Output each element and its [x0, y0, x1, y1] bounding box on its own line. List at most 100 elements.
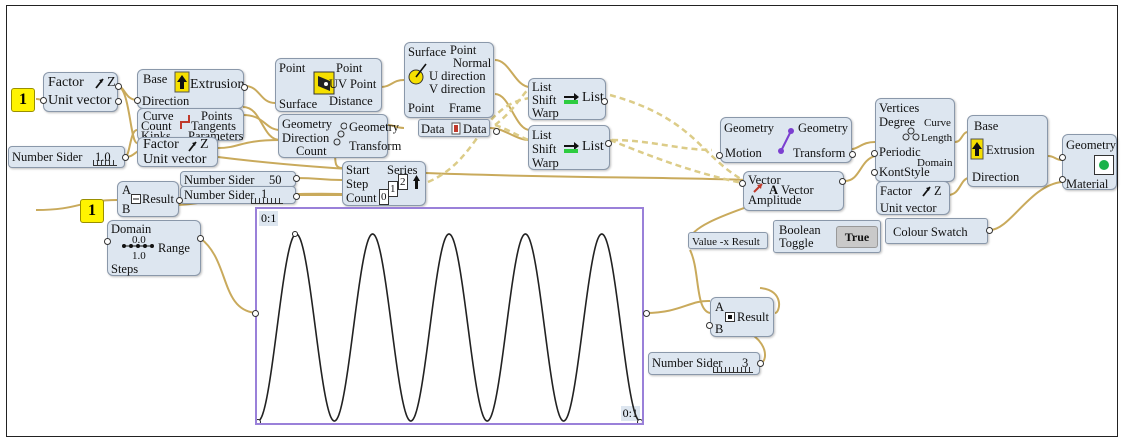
evaluate-surface-node[interactable]: Surface Point Point Normal U direction V…	[404, 42, 494, 118]
port[interactable]	[601, 98, 608, 105]
custom-preview-node[interactable]: Geometry Material	[1062, 134, 1117, 191]
range-node[interactable]: Domain 0.0 1.0 Range Steps	[107, 220, 201, 276]
sine-curve	[257, 231, 642, 423]
shift-icon	[564, 142, 579, 153]
slider-value: 3	[742, 356, 749, 370]
output-label: Range	[158, 241, 190, 255]
toggle-button[interactable]: True	[836, 226, 878, 248]
port[interactable]	[122, 154, 129, 161]
data-wire	[494, 86, 531, 126]
input-label: Step	[346, 177, 369, 191]
input-label: KontStyle	[879, 165, 930, 179]
port[interactable]	[1059, 154, 1066, 161]
amplitude-node[interactable]: Vector Amplitude A Vector	[743, 171, 844, 211]
multiply-node[interactable]: A B Result	[710, 297, 774, 337]
port[interactable]	[986, 227, 993, 234]
port[interactable]	[197, 235, 204, 242]
wire	[244, 85, 276, 104]
wire	[217, 156, 751, 181]
output-label: Z	[934, 184, 942, 198]
transform-node[interactable]: Geometry Direction Count Geometry Transf…	[278, 114, 401, 158]
port[interactable]	[241, 84, 248, 91]
port[interactable]	[839, 178, 846, 185]
division-node[interactable]: A B Result	[117, 181, 179, 217]
boolean-toggle[interactable]: Boolean Toggle True	[773, 220, 881, 253]
slider-label: Number Sider	[184, 188, 255, 202]
port[interactable]	[134, 97, 141, 104]
panel[interactable]: 1	[80, 199, 104, 223]
output-label: A	[769, 183, 779, 197]
graph-mapper[interactable]: 0:1 0:1	[255, 207, 644, 425]
port[interactable]	[1059, 176, 1066, 183]
range-icon	[122, 244, 154, 248]
slider-label: Number Sider	[652, 356, 723, 370]
multiply-icon	[725, 312, 735, 322]
unit-vector-node[interactable]: Factor Unit vector Z	[876, 181, 950, 215]
unit-vector-node[interactable]: Factor Unit vector Z	[43, 72, 118, 112]
slider-track[interactable]	[251, 198, 283, 204]
port[interactable]	[115, 83, 122, 90]
port[interactable]	[115, 98, 122, 105]
number-slider[interactable]: Number Sider 1	[180, 186, 296, 204]
wire	[217, 139, 281, 149]
slider-track[interactable]	[93, 160, 117, 166]
series-node[interactable]: Start Step Count Series 0 1 2	[342, 161, 426, 206]
data-node[interactable]: Data Data	[418, 119, 490, 137]
move-node[interactable]: Geometry Motion Geometry Transform	[720, 117, 852, 163]
port[interactable]	[871, 150, 878, 157]
port[interactable]	[871, 169, 878, 176]
move-icon	[778, 128, 794, 154]
port[interactable]	[706, 322, 713, 329]
output-label: Frame	[449, 101, 481, 115]
wire	[645, 299, 711, 314]
port[interactable]	[176, 197, 183, 204]
port[interactable]	[104, 238, 111, 245]
colour-swatch[interactable]: Colour Swatch	[885, 218, 988, 244]
output-label: Points	[201, 109, 233, 123]
port[interactable]	[643, 310, 650, 317]
input-label: Vector	[748, 173, 781, 187]
number-slider[interactable]: Number Sider 3	[648, 352, 760, 375]
graph-domain-label: 0:1	[259, 211, 279, 226]
extrusion-node[interactable]: Base Extrusion Direction	[967, 115, 1048, 187]
series-icon-value: 2	[398, 174, 408, 190]
surface-closest-point-node[interactable]: Point Surface Point UV Point Distance	[275, 58, 382, 112]
shift-list-node[interactable]: List Shift Warp List	[528, 125, 610, 170]
port[interactable]	[757, 360, 764, 367]
negative-node[interactable]: Value -x Result	[688, 232, 768, 249]
port[interactable]	[252, 310, 259, 317]
negative-label: Value -x Result	[692, 236, 760, 248]
shift-list-node[interactable]: List Shift Warp List	[528, 78, 606, 120]
input-label: Domain	[111, 222, 152, 236]
port[interactable]	[849, 151, 856, 158]
port[interactable]	[493, 128, 500, 135]
input-label: Degree	[879, 115, 916, 129]
output-label: Transform	[349, 139, 402, 153]
output-label: Data	[463, 122, 487, 136]
input-label: Data	[421, 122, 445, 136]
nurbs-curve-node[interactable]: Vertices Degree Curve Length Periodic Do…	[875, 98, 955, 182]
shift-icon	[564, 93, 579, 104]
port[interactable]	[40, 97, 47, 104]
extrusion-node[interactable]: Base Direction Extrusion	[137, 69, 244, 109]
slider-track[interactable]	[713, 367, 753, 373]
port[interactable]	[739, 180, 746, 187]
swatch-label: Colour Swatch	[893, 225, 968, 239]
input-label: Count	[346, 191, 377, 205]
port[interactable]	[293, 175, 300, 182]
extrusion-icon	[970, 138, 984, 160]
output-label: Transform	[793, 146, 846, 160]
curve-tangent-node[interactable]: Curve Count Kinks Points Tangents Parame…	[137, 108, 244, 143]
unit-vector-node[interactable]: Factor Unit vector Z	[137, 137, 218, 167]
panel[interactable]: 1	[11, 88, 35, 112]
input-label: A	[122, 183, 132, 197]
number-slider[interactable]: Number Sider 1.0	[8, 146, 125, 168]
port[interactable]	[716, 152, 723, 159]
port[interactable]	[293, 193, 300, 200]
output-label: Geometry	[798, 121, 848, 135]
number-slider[interactable]: Number Sider 50	[180, 171, 296, 187]
port[interactable]	[605, 140, 612, 147]
data-wire	[609, 138, 753, 187]
arrow-up-icon	[413, 175, 420, 189]
input-label: A	[715, 300, 725, 314]
